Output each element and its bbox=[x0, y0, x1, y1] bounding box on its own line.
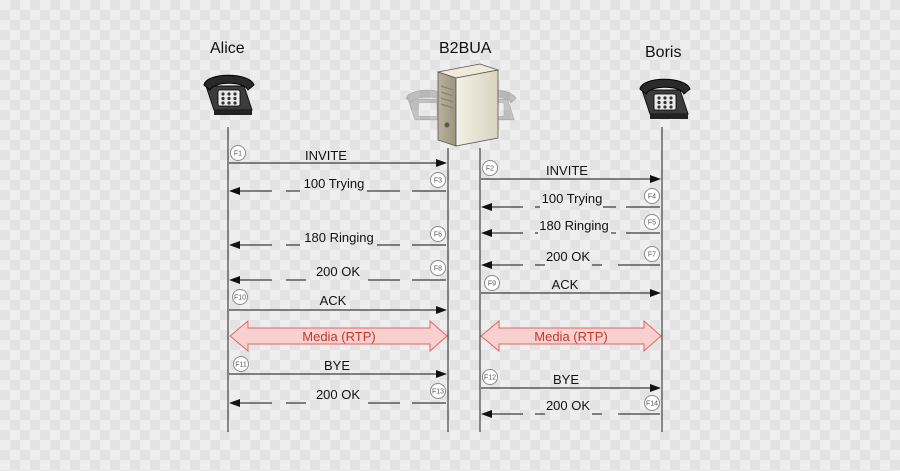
step-tag: F8 bbox=[434, 266, 442, 273]
message-f14: F14 200 OK bbox=[481, 395, 660, 418]
message-f9: F9 ACK bbox=[481, 275, 661, 297]
media-label: Media (RTP) bbox=[534, 329, 607, 344]
media-label: Media (RTP) bbox=[302, 329, 375, 344]
step-marker bbox=[232, 289, 248, 305]
message-label: 180 Ringing bbox=[304, 230, 373, 245]
arrowhead bbox=[481, 410, 492, 418]
telephone-icon bbox=[639, 78, 691, 119]
step-marker bbox=[430, 383, 446, 399]
arrowhead bbox=[229, 399, 240, 407]
message-f1: F1 INVITE bbox=[229, 145, 447, 167]
arrowhead bbox=[650, 289, 661, 297]
message-label: 200 OK bbox=[546, 398, 590, 413]
step-marker bbox=[430, 226, 446, 242]
step-marker bbox=[644, 188, 660, 204]
media-arrow bbox=[480, 319, 662, 353]
message-f2: F2 INVITE bbox=[481, 160, 661, 183]
step-marker bbox=[430, 260, 446, 276]
step-tag: F11 bbox=[235, 362, 247, 369]
arrowhead bbox=[229, 276, 240, 284]
step-marker bbox=[644, 246, 660, 262]
step-tag: F7 bbox=[648, 252, 656, 259]
message-label: 100 Trying bbox=[542, 191, 603, 206]
media-rtp-right: Media (RTP) bbox=[480, 319, 662, 353]
step-marker bbox=[482, 160, 498, 176]
arrowhead bbox=[650, 384, 661, 392]
step-tag: F6 bbox=[434, 232, 442, 239]
message-label: 200 OK bbox=[316, 264, 360, 279]
actor-name-b2bua: B2BUA bbox=[439, 40, 492, 57]
message-f6: F6 180 Ringing bbox=[229, 226, 446, 249]
media-rtp-left: Media (RTP) bbox=[229, 319, 448, 353]
server-icon bbox=[405, 63, 517, 147]
step-tag: F2 bbox=[486, 166, 494, 173]
step-marker bbox=[230, 145, 246, 161]
message-label: 200 OK bbox=[546, 249, 590, 264]
message-label: 180 Ringing bbox=[539, 218, 608, 233]
arrowhead bbox=[650, 175, 661, 183]
telephone-icon bbox=[203, 74, 255, 115]
arrowhead bbox=[436, 306, 447, 314]
step-marker bbox=[484, 275, 500, 291]
step-tag: F4 bbox=[648, 194, 656, 201]
step-marker bbox=[644, 214, 660, 230]
step-tag: F12 bbox=[484, 375, 496, 382]
step-tag: F10 bbox=[234, 295, 246, 302]
step-tag: F3 bbox=[434, 178, 442, 185]
message-f3: F3 100 Trying bbox=[229, 172, 446, 195]
step-tag: F9 bbox=[488, 281, 496, 288]
step-tag: F5 bbox=[648, 220, 656, 227]
arrowhead bbox=[229, 241, 240, 249]
message-label: INVITE bbox=[305, 148, 347, 163]
media-arrow bbox=[229, 319, 448, 353]
step-tag: F14 bbox=[646, 401, 658, 408]
message-f5: F5 180 Ringing bbox=[481, 214, 660, 237]
actor-name-alice: Alice bbox=[210, 40, 245, 57]
message-f13: F13 200 OK bbox=[229, 383, 446, 407]
arrowhead bbox=[229, 187, 240, 195]
message-f10: F10 ACK bbox=[229, 289, 447, 314]
step-marker bbox=[430, 172, 446, 188]
step-tag: F13 bbox=[432, 389, 444, 396]
message-label: BYE bbox=[324, 358, 350, 373]
message-f7: F7 200 OK bbox=[481, 246, 660, 269]
message-f8: F8 200 OK bbox=[229, 260, 446, 284]
step-tag: F1 bbox=[234, 151, 242, 158]
message-label: 100 Trying bbox=[304, 176, 365, 191]
step-marker bbox=[482, 369, 498, 385]
message-f11: F11 BYE bbox=[229, 356, 447, 378]
arrowhead bbox=[436, 370, 447, 378]
message-label: ACK bbox=[320, 293, 347, 308]
arrowhead bbox=[481, 261, 492, 269]
step-marker bbox=[233, 356, 249, 372]
actor-name-boris: Boris bbox=[645, 44, 681, 61]
arrowhead bbox=[436, 159, 447, 167]
step-marker bbox=[644, 395, 660, 411]
message-f4: F4 100 Trying bbox=[481, 188, 660, 211]
arrowhead bbox=[481, 203, 492, 211]
message-label: 200 OK bbox=[316, 387, 360, 402]
arrowhead bbox=[481, 229, 492, 237]
message-label: BYE bbox=[553, 372, 579, 387]
message-label: ACK bbox=[552, 277, 579, 292]
message-f12: F12 BYE bbox=[481, 369, 661, 392]
message-label: INVITE bbox=[546, 163, 588, 178]
